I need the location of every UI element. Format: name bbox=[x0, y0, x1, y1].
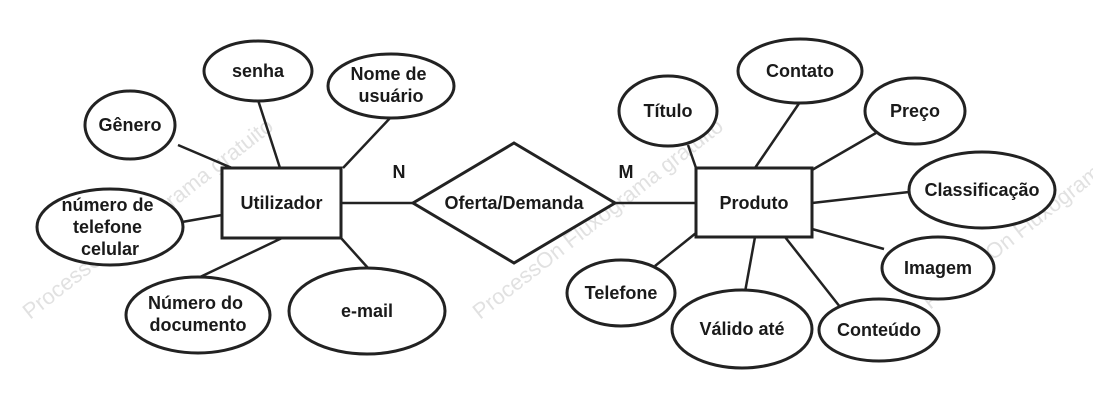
attribute-classificacao-ellipse bbox=[907, 150, 1057, 230]
attribute-nome-usuario-label: Nome de usuário bbox=[350, 64, 431, 106]
entity-produto-label: Produto bbox=[720, 193, 789, 213]
attribute-preco-label: Preço bbox=[890, 101, 940, 121]
relationship-diamond bbox=[410, 141, 618, 265]
link-produto-classificacao bbox=[811, 190, 910, 205]
entity-utilizador-box bbox=[220, 166, 343, 240]
link-utilizador-nome-usuario bbox=[342, 115, 393, 169]
attribute-numero-documento-line-2: documento bbox=[150, 315, 247, 335]
attribute-telefone-label: Telefone bbox=[585, 283, 658, 303]
link-utilizador-genero bbox=[177, 143, 233, 170]
attribute-contato-ellipse bbox=[736, 37, 864, 105]
link-utilizador-telefone-celular bbox=[181, 213, 223, 224]
attribute-numero-documento-label: Número do documento bbox=[148, 293, 248, 335]
attribute-imagem-label: Imagem bbox=[904, 258, 972, 278]
attribute-conteudo-label: Conteúdo bbox=[837, 320, 921, 340]
entity-utilizador-label: Utilizador bbox=[240, 193, 322, 213]
attribute-telefone-ellipse bbox=[565, 258, 677, 328]
link-utilizador-senha bbox=[256, 99, 282, 169]
link-produto-valido-ate bbox=[743, 236, 757, 293]
attribute-titulo-label: Título bbox=[644, 101, 693, 121]
attribute-conteudo[interactable]: Conteúdo bbox=[817, 297, 941, 363]
attribute-nome-usuario[interactable]: Nome de usuário bbox=[326, 52, 456, 120]
attribute-telefone-celular[interactable]: número de telefone celular bbox=[35, 187, 185, 267]
link-produto-conteudo bbox=[784, 236, 845, 313]
attribute-preco[interactable]: Preço bbox=[863, 76, 967, 146]
connectors bbox=[177, 99, 910, 313]
attribute-numero-documento-line-1: Número do bbox=[148, 293, 243, 313]
attribute-classificacao[interactable]: Classificação bbox=[907, 150, 1057, 230]
entity-produto[interactable]: Produto bbox=[694, 166, 814, 239]
attribute-telefone-celular-label: número de telefone celular bbox=[61, 195, 158, 259]
attribute-titulo-ellipse bbox=[617, 74, 719, 148]
attribute-imagem-ellipse bbox=[880, 235, 996, 301]
attribute-email-label: e-mail bbox=[341, 301, 393, 321]
attribute-titulo[interactable]: Título bbox=[617, 74, 719, 148]
relationship-label: Oferta/Demanda bbox=[444, 193, 584, 213]
attribute-telefone-celular-line-2: telefone bbox=[73, 217, 142, 237]
cardinality-left: N bbox=[393, 162, 406, 182]
link-produto-preco bbox=[811, 131, 877, 172]
attribute-telefone-celular-line-1: número de bbox=[61, 195, 153, 215]
attribute-email[interactable]: e-mail bbox=[287, 266, 447, 356]
link-produto-contato bbox=[753, 101, 802, 169]
attribute-senha-label: senha bbox=[232, 61, 285, 81]
entity-utilizador[interactable]: Utilizador bbox=[220, 166, 343, 240]
attribute-valido-ate-label: Válido até bbox=[699, 319, 784, 339]
attribute-genero-ellipse bbox=[83, 89, 177, 161]
entity-produto-box bbox=[694, 166, 814, 239]
attribute-contato[interactable]: Contato bbox=[736, 37, 864, 105]
attribute-classificacao-label: Classificação bbox=[924, 180, 1039, 200]
attribute-valido-ate[interactable]: Válido até bbox=[670, 288, 814, 370]
attribute-email-ellipse bbox=[287, 266, 447, 356]
attribute-imagem[interactable]: Imagem bbox=[880, 235, 996, 301]
attribute-preco-ellipse bbox=[863, 76, 967, 146]
attribute-senha-ellipse bbox=[202, 39, 314, 103]
attribute-nome-usuario-line-1: Nome de bbox=[350, 64, 426, 84]
attribute-telefone-celular-ellipse bbox=[35, 187, 185, 267]
attribute-numero-documento[interactable]: Número do documento bbox=[124, 275, 272, 355]
attribute-valido-ate-ellipse bbox=[670, 288, 814, 370]
attribute-genero[interactable]: Gênero bbox=[83, 89, 177, 161]
link-produto-imagem bbox=[811, 227, 885, 251]
attribute-nome-usuario-ellipse bbox=[326, 52, 456, 120]
relationship-oferta-demanda[interactable]: Oferta/Demanda bbox=[410, 141, 618, 265]
link-utilizador-email bbox=[340, 237, 369, 269]
cardinality-right: M bbox=[619, 162, 634, 182]
attribute-contato-label: Contato bbox=[766, 61, 834, 81]
attribute-conteudo-ellipse bbox=[817, 297, 941, 363]
link-produto-titulo bbox=[686, 144, 698, 169]
link-utilizador-numero-documento bbox=[197, 236, 283, 280]
attribute-telefone-celular-line-3: celular bbox=[81, 239, 139, 259]
attribute-nome-usuario-line-2: usuário bbox=[358, 86, 423, 106]
attribute-telefone[interactable]: Telefone bbox=[565, 258, 677, 328]
link-produto-telefone bbox=[654, 232, 697, 267]
attribute-genero-label: Gênero bbox=[98, 115, 161, 135]
attribute-numero-documento-ellipse bbox=[124, 275, 272, 355]
attribute-senha[interactable]: senha bbox=[202, 39, 314, 103]
